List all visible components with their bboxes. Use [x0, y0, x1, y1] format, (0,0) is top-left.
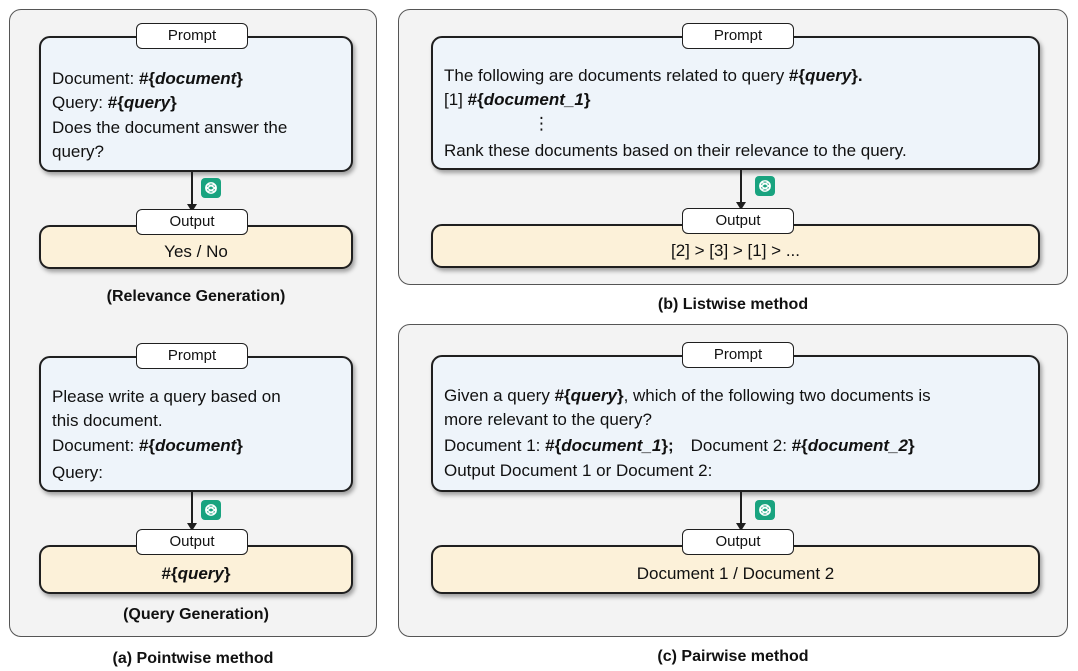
query-gen-arrowhead: [187, 523, 197, 531]
pointwise-caption: (a) Pointwise method: [112, 650, 274, 667]
listwise-prompt-tag: Prompt: [682, 23, 794, 49]
listwise-output-text: [2] > [3] > [1] > ...: [671, 241, 800, 260]
pairwise-output-tag: Output: [682, 529, 794, 555]
pairwise-line4: Output Document 1 or Document 2:: [444, 461, 713, 480]
relevance-doc-line: Document: #{document}: [52, 69, 243, 88]
relevance-query-line: Query: #{query}: [52, 93, 177, 112]
query-gen-line2: this document.: [52, 411, 163, 430]
relevance-question-line2: query?: [52, 142, 104, 161]
relevance-arrowhead: [187, 204, 197, 212]
listwise-intro-line: The following are documents related to q…: [444, 66, 863, 85]
listwise-caption: (b) Listwise method: [657, 296, 809, 313]
query-gen-query-line: Query:: [52, 463, 104, 482]
pairwise-caption: (c) Pairwise method: [657, 648, 809, 665]
relevance-caption: (Relevance Generation): [106, 288, 286, 305]
query-gen-line1: Please write a query based on: [52, 387, 281, 406]
query-gen-output-tag: Output: [136, 529, 248, 555]
pairwise-prompt-box: [431, 355, 1040, 492]
chatgpt-icon: [201, 178, 221, 198]
pairwise-line2: more relevant to the query?: [444, 410, 652, 429]
chatgpt-icon: [755, 500, 775, 520]
query-gen-prompt-tag: Prompt: [136, 343, 248, 369]
query-gen-caption: (Query Generation): [123, 606, 269, 623]
chatgpt-icon: [755, 176, 775, 196]
query-gen-arrow-line: [191, 492, 193, 525]
relevance-prompt-tag: Prompt: [136, 23, 248, 49]
relevance-output-tag: Output: [136, 209, 248, 235]
query-gen-output-text: #{query}: [161, 564, 231, 583]
pairwise-arrow-line: [740, 492, 742, 525]
listwise-arrow-line: [740, 170, 742, 204]
pairwise-line1: Given a query #{query}, which of the fol…: [444, 386, 931, 405]
query-gen-prompt-box: [39, 356, 353, 492]
pairwise-output-text: Document 1 / Document 2: [636, 564, 835, 583]
pairwise-arrowhead: [736, 523, 746, 531]
query-gen-doc-line: Document: #{document}: [52, 436, 243, 455]
pairwise-docs-line: Document 1: #{document_1};Document 2: #{…: [444, 436, 915, 455]
listwise-ellipsis: ⋮: [533, 114, 550, 133]
listwise-output-tag: Output: [682, 208, 794, 234]
listwise-arrowhead: [736, 202, 746, 210]
relevance-prompt-box: [39, 36, 353, 172]
pairwise-prompt-tag: Prompt: [682, 342, 794, 368]
listwise-instruction: Rank these documents based on their rele…: [444, 141, 907, 160]
relevance-question-line1: Does the document answer the: [52, 118, 288, 137]
relevance-arrow-line: [191, 172, 193, 206]
relevance-output-text: Yes / No: [164, 242, 228, 261]
chatgpt-icon: [201, 500, 221, 520]
listwise-item-line: [1] #{document_1}: [444, 90, 591, 109]
